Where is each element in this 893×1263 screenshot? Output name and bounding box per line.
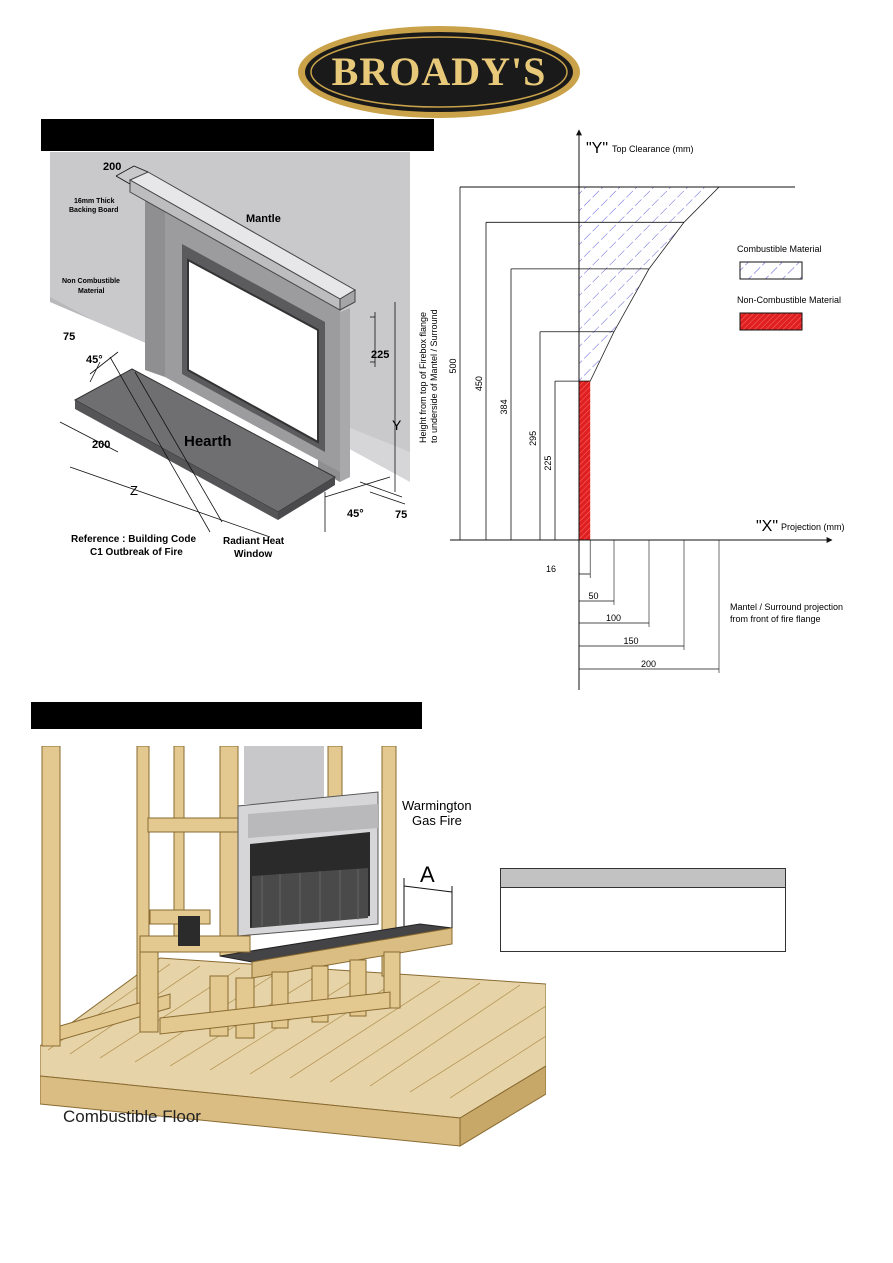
spec-panel-header xyxy=(501,869,785,888)
spec-panel xyxy=(500,868,786,952)
combustible-region xyxy=(578,186,720,382)
backing-board-line-2: Backing Board xyxy=(69,207,118,214)
legend-combustible-label: Combustible Material xyxy=(737,244,822,254)
angle-right: 45° xyxy=(347,508,364,520)
dim-200-hearth: 200 xyxy=(92,439,110,451)
legend-non-combustible-label: Non-Combustible Material xyxy=(737,295,841,305)
height-label-295: 295 xyxy=(528,431,538,446)
mantle-depth-dim: 200 xyxy=(103,161,121,173)
dim-225: 225 xyxy=(371,349,389,361)
proj-label-200: 200 xyxy=(641,659,656,669)
floor-caption: Combustible Floor xyxy=(63,1107,201,1126)
dim-75-right: 75 xyxy=(395,509,407,521)
x-axis-big: "X" xyxy=(756,518,778,535)
y-axis-label: Top Clearance (mm) xyxy=(612,144,694,154)
mantle-label: Mantle xyxy=(246,213,281,225)
reference-line-2: C1 Outbreak of Fire xyxy=(90,547,183,558)
height-label-500: 500 xyxy=(448,358,458,373)
dim-75-left: 75 xyxy=(63,331,75,343)
non-combustible-bar xyxy=(579,381,591,540)
height-label-384: 384 xyxy=(499,399,509,414)
non-combustible-line-1: Non Combustible xyxy=(62,278,120,285)
z-label: Z xyxy=(130,483,138,498)
proj-label-50: 50 xyxy=(589,591,599,601)
backing-board-line-1: 16mm Thick xyxy=(74,198,115,205)
projection-caption-line-2: from front of fire flange xyxy=(730,614,821,624)
clearance-chart: 500 450 384 295 225 16 50 100 150 200 "Y" Top Cle… xyxy=(418,129,845,690)
legend-combustible-swatch xyxy=(739,261,803,280)
angle-left: 45° xyxy=(86,354,103,366)
proj-label-150: 150 xyxy=(624,636,639,646)
y-label: Y xyxy=(392,417,402,433)
brand-logo: BROADY'S xyxy=(296,24,582,120)
fire-label-line-2: Gas Fire xyxy=(412,813,462,828)
height-label-225: 225 xyxy=(543,456,553,471)
hearth-label: Hearth xyxy=(184,433,232,450)
x-axis-label: Projection (mm) xyxy=(781,522,845,532)
section-bar-bottom xyxy=(31,702,422,729)
proj-label-100: 100 xyxy=(606,613,621,623)
fire-label-line-1: Warmington xyxy=(402,798,472,813)
radiant-window-line-2: Window xyxy=(234,549,272,560)
proj-label-16: 16 xyxy=(546,564,556,574)
fireplace-clearance-diagram: 200 16mm Thick Backing Board Mantle Non … xyxy=(50,152,410,564)
radiant-window-line-1: Radiant Heat xyxy=(223,536,285,547)
height-caption-line-1: Height from top of Firebox flange xyxy=(418,312,428,443)
framing-diagram: Warmington Gas Fire A xyxy=(40,746,546,1147)
non-combustible-line-2: Material xyxy=(78,288,105,295)
legend-non-combustible-swatch xyxy=(739,312,803,331)
y-axis-big: "Y" xyxy=(586,140,608,157)
dim-a: A xyxy=(420,862,435,887)
section-bar-top xyxy=(41,119,434,151)
reference-line-1: Reference : Building Code xyxy=(71,534,196,545)
height-caption-line-2: to underside of Mantel / Surround xyxy=(429,309,439,443)
projection-caption-line-1: Mantel / Surround projection xyxy=(730,602,843,612)
height-label-450: 450 xyxy=(474,376,484,391)
logo-text: BROADY'S xyxy=(331,49,547,94)
